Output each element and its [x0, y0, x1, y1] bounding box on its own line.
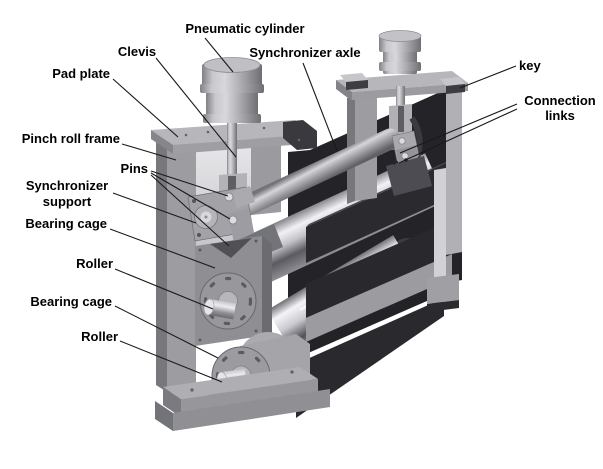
- right-cylinder-top: [378, 30, 422, 42]
- pedestal-base-front: [173, 389, 330, 431]
- right-pad-plate-top: [336, 71, 468, 92]
- key-block-right-front: [446, 84, 465, 94]
- upper-link-bar: [232, 186, 255, 208]
- leader-roller-upper: [114, 268, 214, 310]
- piston-rod: [227, 123, 237, 177]
- pedestal-base-left-face: [155, 401, 173, 431]
- base-dark-rail: [296, 298, 444, 418]
- right-pad-plate-front: [352, 83, 468, 100]
- key-block-left-front: [346, 80, 368, 90]
- leader-bearing-cage-lower: [114, 305, 219, 359]
- bolt-dot: [392, 161, 396, 165]
- key-block-right-top: [440, 77, 465, 86]
- label-roller-upper: Roller: [76, 256, 113, 271]
- bolt-dot: [198, 248, 202, 252]
- key-block-left-top: [340, 73, 368, 82]
- cylinder-ring-lower: [203, 114, 261, 123]
- pad-plate-left-face: [151, 130, 173, 154]
- shaft-body: [207, 299, 236, 320]
- leader-lines: [109, 37, 518, 383]
- link-pin: [401, 152, 409, 160]
- leader-connection-link-2: [398, 108, 518, 164]
- bolt-dot: [206, 130, 210, 134]
- bolt-dot: [197, 233, 201, 237]
- leader-roller-lower: [119, 340, 223, 383]
- pedestal-top: [163, 367, 318, 399]
- right-support-wedge: [386, 156, 432, 196]
- label-pinch-roll-frame: Pinch roll frame: [22, 131, 120, 146]
- cage-corner-bolts: [198, 239, 258, 342]
- bolt-dot: [254, 239, 258, 243]
- cylinder-ring-upper: [200, 84, 264, 93]
- upper-bearing-cage-side: [262, 236, 272, 344]
- leader-pin-1: [150, 170, 229, 197]
- synchronizer-axle-body: [235, 128, 401, 217]
- leader-pneumatic-cylinder: [204, 37, 234, 73]
- leader-key: [459, 65, 517, 89]
- label-synchronizer-axle: Synchronizer axle: [249, 45, 360, 60]
- bolt-dot: [290, 370, 294, 374]
- link-pin: [398, 137, 406, 145]
- right-cylinder-ring: [379, 62, 421, 71]
- bolt-dot: [198, 338, 202, 342]
- bolt-dot: [254, 329, 258, 333]
- leader-pinch-roll-frame: [121, 143, 177, 161]
- label-pad-plate: Pad plate: [52, 66, 110, 81]
- right-piston-rod: [396, 86, 405, 122]
- label-synchronizer-support-line1: Synchronizer: [26, 178, 108, 193]
- labels: Pneumatic cylinder Clevis Pad plate Sync…: [22, 21, 596, 344]
- right-column-outer: [446, 84, 462, 255]
- label-synchronizer-support-line2: support: [43, 194, 92, 209]
- label-connection-links-line2: links: [545, 108, 575, 123]
- right-frame-inner-edge: [434, 168, 446, 284]
- bottom-rail: [306, 254, 452, 342]
- label-pins: Pins: [121, 161, 148, 176]
- leader-bearing-cage-upper: [109, 228, 216, 269]
- lower-beam: [306, 220, 452, 318]
- label-clevis: Clevis: [118, 44, 156, 59]
- cylinder-top: [203, 57, 261, 73]
- leader-pad-plate: [112, 78, 179, 138]
- bolt-dot: [184, 133, 188, 137]
- leader-synchronizer-support: [112, 192, 197, 224]
- bottom-rail-shadow: [306, 278, 452, 354]
- leader-connection-link-1: [399, 103, 518, 154]
- label-bearing-cage-lower: Bearing cage: [30, 294, 112, 309]
- right-frame-foot: [427, 274, 459, 304]
- label-roller-lower: Roller: [81, 329, 118, 344]
- upper-bearing-bolt-circle: [203, 276, 253, 326]
- leader-synchronizer-axle: [302, 62, 338, 152]
- pad-plate-end-block: [283, 120, 317, 150]
- pad-plate-bolts: [184, 126, 301, 142]
- right-clevis-slot: [398, 106, 404, 132]
- pad-plate-front: [173, 134, 317, 154]
- label-key: key: [519, 58, 541, 73]
- bolt-dot: [190, 388, 194, 392]
- label-pneumatic-cylinder: Pneumatic cylinder: [185, 21, 304, 36]
- leader-pin-3: [150, 174, 230, 247]
- cylinder-body: [206, 93, 258, 116]
- bolt-dot: [297, 138, 301, 142]
- label-bearing-cage-upper: Bearing cage: [25, 216, 107, 231]
- clevis-slot: [228, 176, 236, 202]
- pedestal-left-face: [163, 387, 181, 417]
- leader-clevis: [155, 57, 237, 158]
- bolt-dot: [192, 199, 196, 203]
- pin-upper: [224, 192, 234, 202]
- upper-bearing-cage-notch: [210, 238, 252, 258]
- label-connection-links-line1: Connection: [524, 93, 596, 108]
- bolt-dot: [262, 126, 266, 130]
- right-frame-foot-shadow: [427, 300, 459, 312]
- support-boss-center: [204, 215, 208, 219]
- leader-pin-2: [150, 172, 231, 220]
- right-pad-plate-left-face: [336, 80, 352, 101]
- pin-middle: [228, 215, 238, 225]
